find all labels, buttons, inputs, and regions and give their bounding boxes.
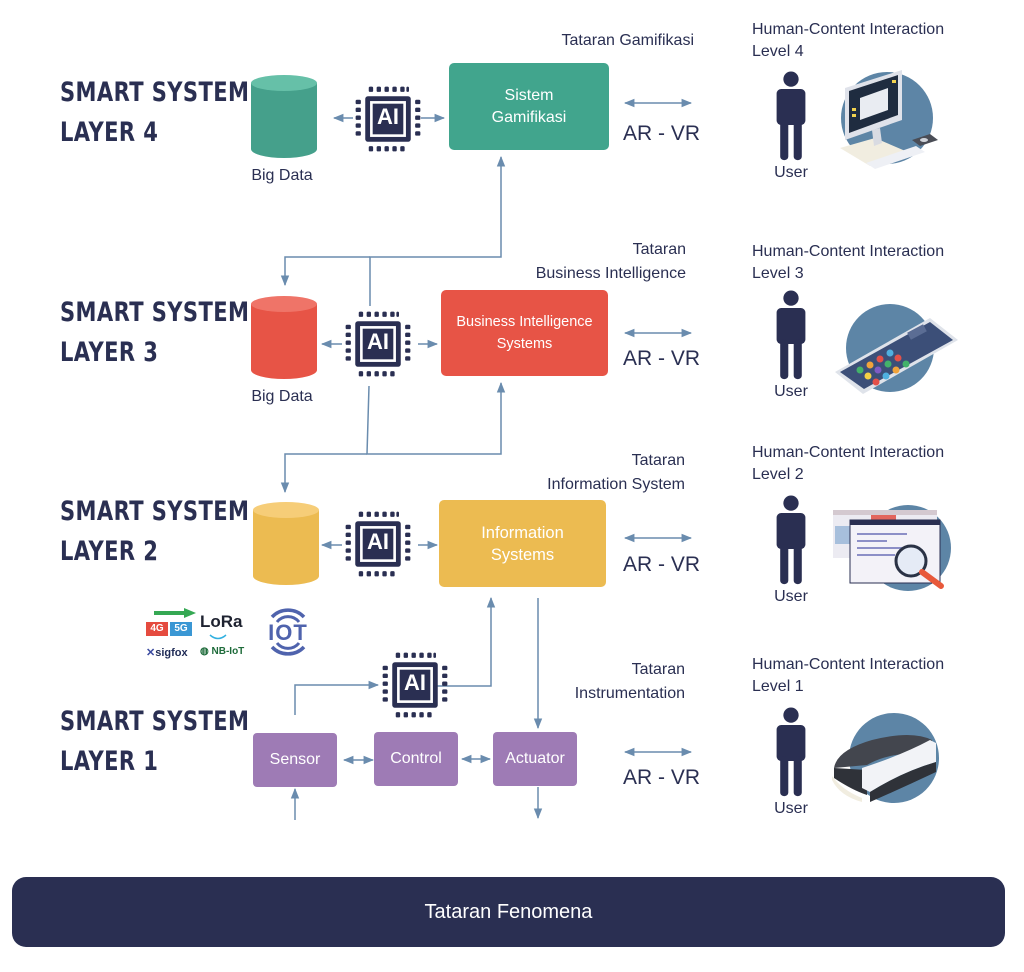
hci-level: Level 3 bbox=[752, 265, 804, 282]
system-line-2: Gamifikasi bbox=[491, 108, 567, 126]
business-intelligence-box: Business Intelligence Systems bbox=[441, 290, 608, 376]
user-icon bbox=[776, 290, 806, 380]
desktop-computer-icon bbox=[840, 70, 938, 169]
user-icon bbox=[776, 707, 806, 797]
tataran-line-1: Tataran bbox=[631, 452, 685, 469]
ai-chip-label: AI bbox=[404, 670, 426, 695]
hci-title: Human-Content Interaction bbox=[752, 21, 945, 38]
lora-logo: LoRa bbox=[200, 612, 243, 631]
control-box: Control bbox=[374, 732, 458, 786]
arrow-layer3-to-layer4 bbox=[369, 155, 506, 306]
user-icon bbox=[776, 71, 806, 161]
big-data-label: Big Data bbox=[251, 388, 313, 405]
footer-label: Tataran Fenomena bbox=[424, 900, 593, 923]
tataran-business-intelligence-label: Tataran Business Intelligence bbox=[536, 238, 686, 286]
sigfox-text: sigfox bbox=[155, 647, 188, 659]
arrow-ai1-to-layer2 bbox=[435, 596, 496, 687]
system-line-1: Sistem bbox=[504, 86, 554, 104]
hci-level: Level 2 bbox=[752, 466, 804, 483]
ar-vr-label: AR - VR bbox=[623, 553, 701, 576]
hci-level: Level 4 bbox=[752, 43, 804, 60]
iot-wave-icon bbox=[270, 608, 306, 656]
big-data-cylinder-icon bbox=[253, 502, 319, 585]
system-line-1: Business Intelligence bbox=[456, 314, 593, 330]
layer-3-number: LAYER 3 bbox=[60, 337, 159, 368]
hci-level: Level 1 bbox=[752, 678, 804, 695]
sistem-gamifikasi-box: Sistem Gamifikasi bbox=[449, 63, 609, 150]
arrow-right-green-icon bbox=[154, 608, 196, 618]
tataran-line-2: Business Intelligence bbox=[535, 265, 686, 282]
hci-level-3-label: Human-Content Interaction Level 3 bbox=[752, 241, 944, 285]
iot-logo: IOT bbox=[258, 603, 318, 661]
layer-2-number: LAYER 2 bbox=[60, 536, 159, 567]
tataran-line-1: Tataran Gamifikasi bbox=[561, 32, 695, 49]
big-data-cylinder-icon bbox=[251, 75, 317, 158]
browser-search-icon bbox=[833, 505, 951, 591]
sigfox-logo: ✕sigfox bbox=[146, 646, 188, 659]
ai-chip-label: AI bbox=[377, 104, 399, 129]
tataran-line-1: Tataran bbox=[631, 661, 685, 678]
sigfox-mark-icon: ✕ bbox=[146, 647, 156, 659]
sensor-box: Sensor bbox=[253, 733, 337, 787]
layer-3-label: SMART SYSTEM LAYER 3 bbox=[60, 293, 249, 373]
tataran-line-2: Instrumentation bbox=[574, 685, 685, 702]
smartphone-icon bbox=[835, 304, 958, 394]
user-label: User bbox=[774, 164, 808, 181]
layer-4-number: LAYER 4 bbox=[60, 117, 159, 148]
iot-text: IOT bbox=[268, 620, 308, 645]
connectivity-logos: 4G 5G LoRa ✕sigfox ◍ NB-IoT bbox=[146, 608, 266, 663]
nbiot-text: NB-IoT bbox=[211, 646, 245, 657]
arrow-layer2-to-bigdata2 bbox=[280, 453, 367, 494]
hci-level-4-label: Human-Content Interaction Level 4 bbox=[752, 19, 944, 63]
tataran-information-system-label: Tataran Information System bbox=[547, 449, 685, 497]
globe-icon: ◍ bbox=[200, 646, 209, 657]
ar-vr-label: AR - VR bbox=[623, 122, 701, 145]
big-data-label: Big Data bbox=[251, 167, 313, 184]
layer-4-title: SMART SYSTEM bbox=[60, 77, 250, 108]
big-data-cylinder-icon bbox=[251, 296, 317, 379]
arrow-layer2-to-layer3 bbox=[366, 381, 506, 455]
system-line-2: Systems bbox=[496, 336, 553, 352]
vr-headset-icon bbox=[832, 713, 939, 803]
tataran-instrumentation-label: Tataran Instrumentation bbox=[575, 658, 685, 706]
arrow-sensor-to-ai1 bbox=[294, 680, 380, 715]
layer-1-label: SMART SYSTEM LAYER 1 bbox=[60, 702, 249, 782]
tataran-line-1: Tataran bbox=[632, 241, 686, 258]
ai-chip-label: AI bbox=[367, 329, 389, 354]
layer-2-title: SMART SYSTEM bbox=[60, 496, 250, 527]
system-line-2: Systems bbox=[490, 545, 555, 564]
user-label: User bbox=[774, 383, 808, 400]
layer-1-number: LAYER 1 bbox=[60, 746, 159, 777]
nbiot-logo: ◍ NB-IoT bbox=[200, 646, 244, 657]
ai-chip-label: AI bbox=[367, 529, 389, 554]
4g-badge: 4G bbox=[146, 622, 168, 636]
hci-level-1-label: Human-Content Interaction Level 1 bbox=[752, 654, 944, 698]
hci-title: Human-Content Interaction bbox=[752, 444, 945, 461]
ar-vr-label: AR - VR bbox=[623, 766, 701, 789]
layer-1-title: SMART SYSTEM bbox=[60, 706, 250, 737]
layer-3-title: SMART SYSTEM bbox=[60, 297, 250, 328]
ar-vr-label: AR - VR bbox=[623, 347, 701, 370]
user-label: User bbox=[774, 588, 808, 605]
system-line-1: Information bbox=[481, 523, 564, 542]
hci-title: Human-Content Interaction bbox=[752, 656, 945, 673]
arrow-layer3-to-bigdata3 bbox=[280, 256, 370, 287]
user-icon bbox=[776, 495, 806, 585]
lora-wave-icon bbox=[209, 634, 227, 640]
actuator-box: Actuator bbox=[493, 732, 577, 786]
user-label: User bbox=[774, 800, 808, 817]
tataran-fenomena-banner: Tataran Fenomena bbox=[12, 877, 1005, 947]
5g-badge: 5G bbox=[170, 622, 192, 636]
layer-2-label: SMART SYSTEM LAYER 2 bbox=[60, 492, 249, 572]
information-systems-box: Information Systems bbox=[439, 500, 606, 587]
hci-title: Human-Content Interaction bbox=[752, 243, 945, 260]
hci-level-2-label: Human-Content Interaction Level 2 bbox=[752, 442, 944, 486]
tataran-gamifikasi-label: Tataran Gamifikasi bbox=[562, 29, 695, 53]
layer-4-label: SMART SYSTEM LAYER 4 bbox=[60, 73, 249, 153]
tataran-line-2: Information System bbox=[547, 476, 685, 493]
